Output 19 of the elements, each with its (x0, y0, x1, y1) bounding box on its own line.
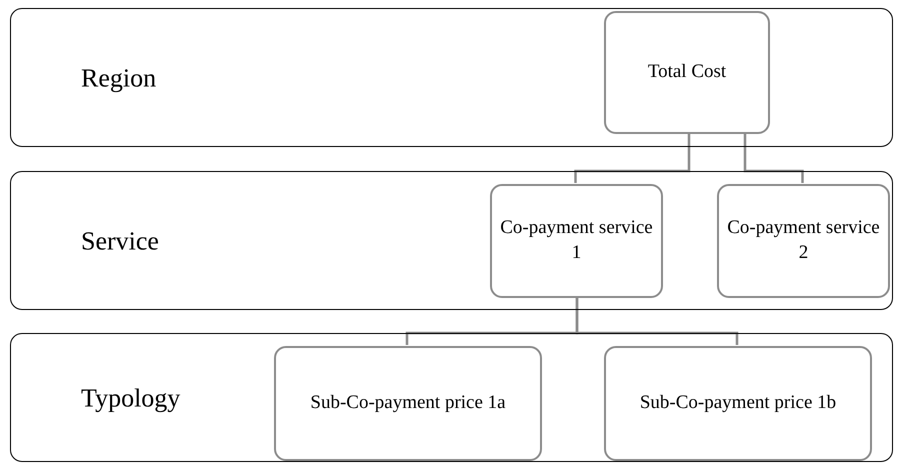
cost-box (490, 184, 663, 298)
layer-label: Typology (81, 382, 180, 414)
cost-box (604, 346, 872, 461)
cost-box (604, 11, 770, 134)
layer-band (10, 8, 893, 147)
box-label: Co-payment service 1 (500, 216, 653, 265)
cost-box (274, 346, 542, 461)
layer-label: Service (81, 225, 159, 257)
box-label: Sub-Co-payment price 1b (640, 391, 836, 416)
connector-line (744, 133, 804, 183)
box-label: Total Cost (648, 60, 726, 84)
connector-line (576, 297, 738, 345)
box-label: Co-payment service 2 (727, 216, 880, 265)
cost-box (717, 184, 890, 298)
layer-band (10, 333, 893, 462)
layer-band (10, 171, 893, 310)
box-label: Sub-Co-payment price 1a (310, 391, 506, 416)
connector-line (574, 133, 690, 183)
layer-label: Region (81, 62, 156, 94)
